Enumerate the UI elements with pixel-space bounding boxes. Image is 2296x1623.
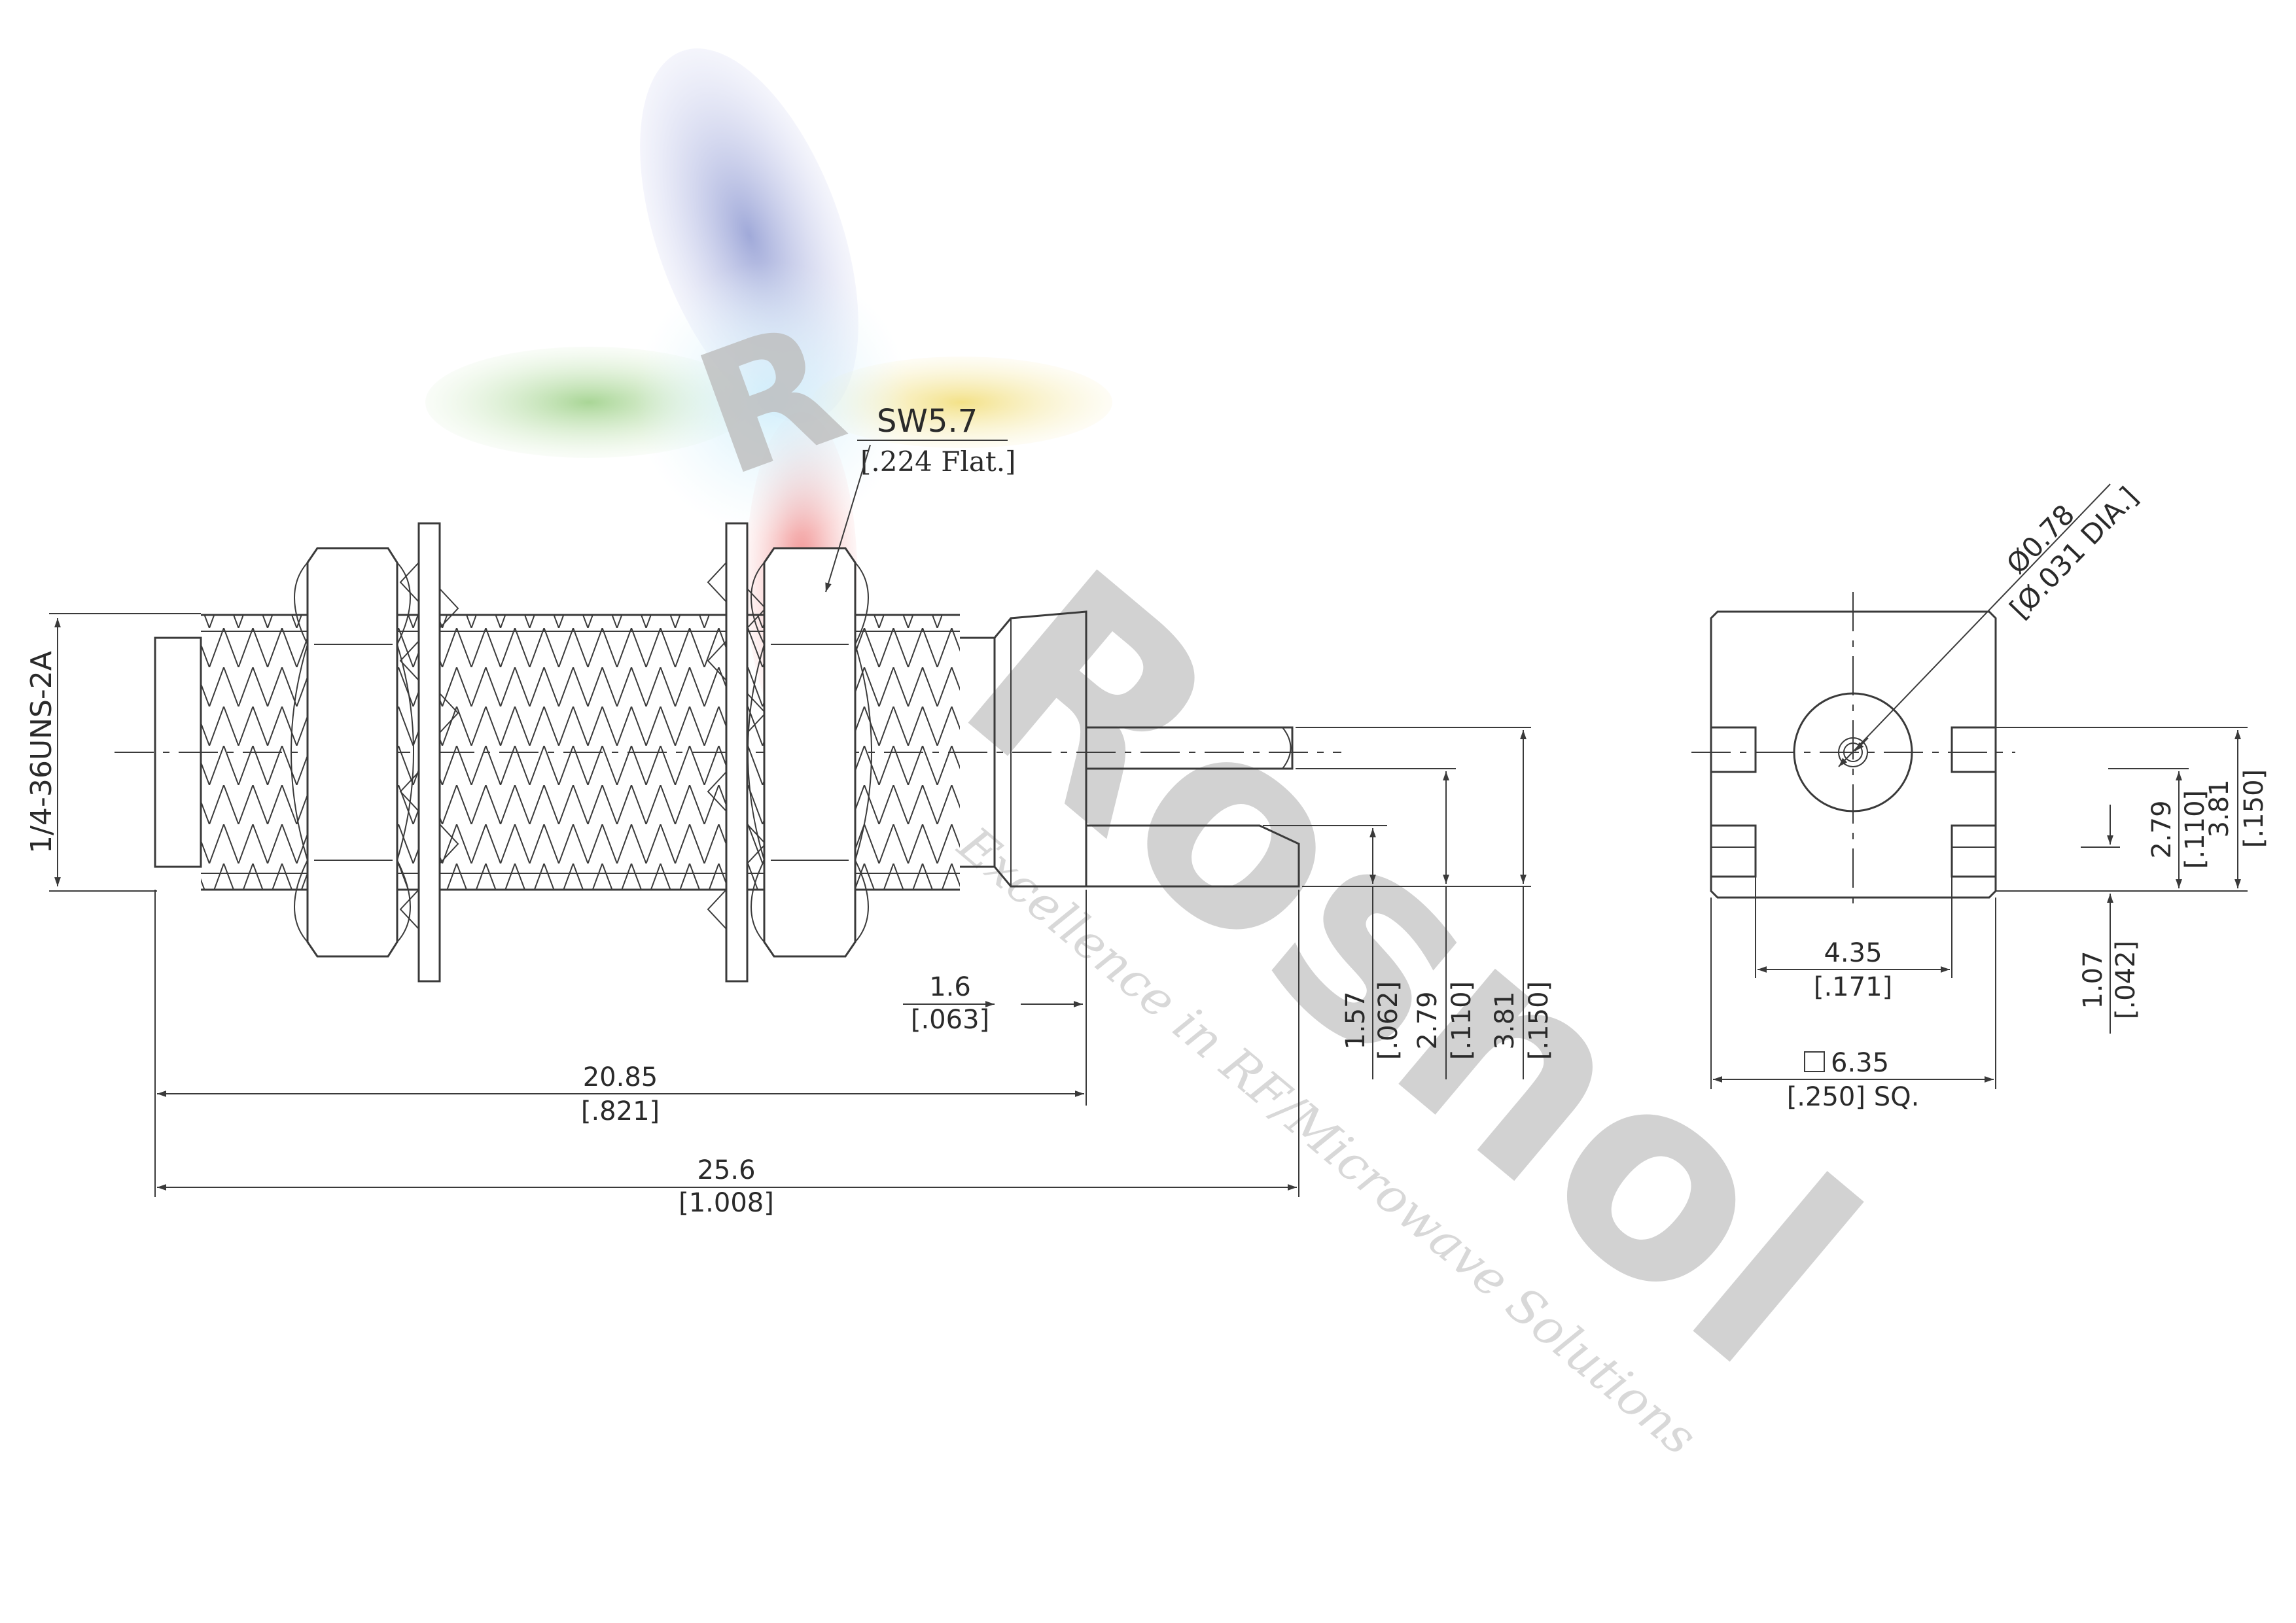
dim-end-heights: 2.79 [.110] 3.81 [.150] 1.07 [.042]	[1956, 727, 2269, 1034]
dim-3-81-imperial: [.150]	[1524, 981, 1554, 1060]
dim-square: 6.35 [.250] SQ.	[1710, 898, 1996, 1112]
thread-spec-label: 1/4-36UNS-2A	[25, 651, 58, 854]
dielectric-circle	[1793, 692, 1913, 812]
logo-cyan-glow	[635, 262, 910, 536]
hex-nut-right	[747, 547, 872, 958]
dim-body-length: 20.85 [.821]	[157, 1062, 1084, 1126]
dim-1-6-imperial: [.063]	[911, 1005, 989, 1035]
dim-4-35-imperial: [.171]	[1814, 972, 1892, 1002]
dim-end-2-79-metric: 2.79	[2147, 800, 2177, 858]
pin-circle-inner	[1843, 742, 1863, 762]
lock-washer-right	[707, 522, 767, 983]
mounting-slots	[1711, 726, 1996, 878]
dim-2-79-metric: 2.79	[1413, 991, 1443, 1049]
dim-20-85-metric: 20.85	[583, 1062, 658, 1092]
dim-side-heights: 1.57 [.062] 2.79 [.110] 3.81 [.150]	[1263, 727, 1554, 1079]
dim-end-1-07-metric: 1.07	[2078, 951, 2108, 1009]
hex-size-imperial: [.224 Flat.]	[860, 445, 1016, 478]
dim-1-6-metric: 1.6	[929, 972, 971, 1002]
dim-25-6-imperial: [1.008]	[679, 1188, 774, 1218]
dim-25-6-metric: 25.6	[697, 1155, 755, 1185]
dim-end-1-07-imperial: [.042]	[2111, 941, 2141, 1019]
dim-overall-length: 25.6 [1.008]	[157, 1155, 1297, 1218]
dim-slot-spacing: 4.35 [.171]	[1755, 877, 1952, 1002]
rosnol-watermark: Rosnol Excellence in RF/Microwave Soluti…	[907, 512, 1911, 1466]
dim-end-2-79-imperial: [.110]	[2180, 790, 2210, 869]
dim-6-35-imperial: [.250] SQ.	[1787, 1082, 1920, 1112]
end-view: Ø0.78 [Ø.031 DIA.] 4.35 [.171] 6.35 [.25…	[1691, 481, 2269, 1112]
hex-size-callout: SW5.7 [.224 Flat.]	[825, 403, 1016, 593]
dim-20-85-imperial: [.821]	[581, 1096, 660, 1126]
dim-1-57-metric: 1.57	[1341, 991, 1371, 1049]
dim-2-79-imperial: [.110]	[1447, 981, 1477, 1060]
dim-6-35-metric: 6.35	[1831, 1048, 1889, 1078]
square-symbol-icon	[1804, 1051, 1825, 1072]
square-flange	[1710, 610, 1997, 899]
hex-nut-left	[291, 547, 414, 958]
hex-size-metric: SW5.7	[877, 403, 978, 440]
dim-flange-thickness: 1.6 [.063]	[903, 972, 1083, 1035]
ground-tab	[1086, 824, 1300, 888]
side-view: 1/4-36UNS-2A SW5.7 [.224 Flat.] 1.6 [.06…	[25, 403, 1554, 1218]
lock-washer-left	[399, 522, 459, 983]
dim-end-3-81-metric: 3.81	[2204, 779, 2234, 837]
pin-circle-outer	[1838, 737, 1868, 767]
dim-3-81-metric: 3.81	[1490, 991, 1520, 1049]
dim-1-57-imperial: [.062]	[1373, 981, 1404, 1060]
dim-end-3-81-imperial: [.150]	[2239, 769, 2269, 848]
rear-flange	[960, 610, 1087, 888]
center-pin	[1086, 726, 1294, 770]
dim-4-35-metric: 4.35	[1824, 938, 1882, 968]
thread-dimension: 1/4-36UNS-2A	[25, 613, 201, 892]
pin-diameter-callout: Ø0.78 [Ø.031 DIA.]	[1838, 481, 2144, 767]
